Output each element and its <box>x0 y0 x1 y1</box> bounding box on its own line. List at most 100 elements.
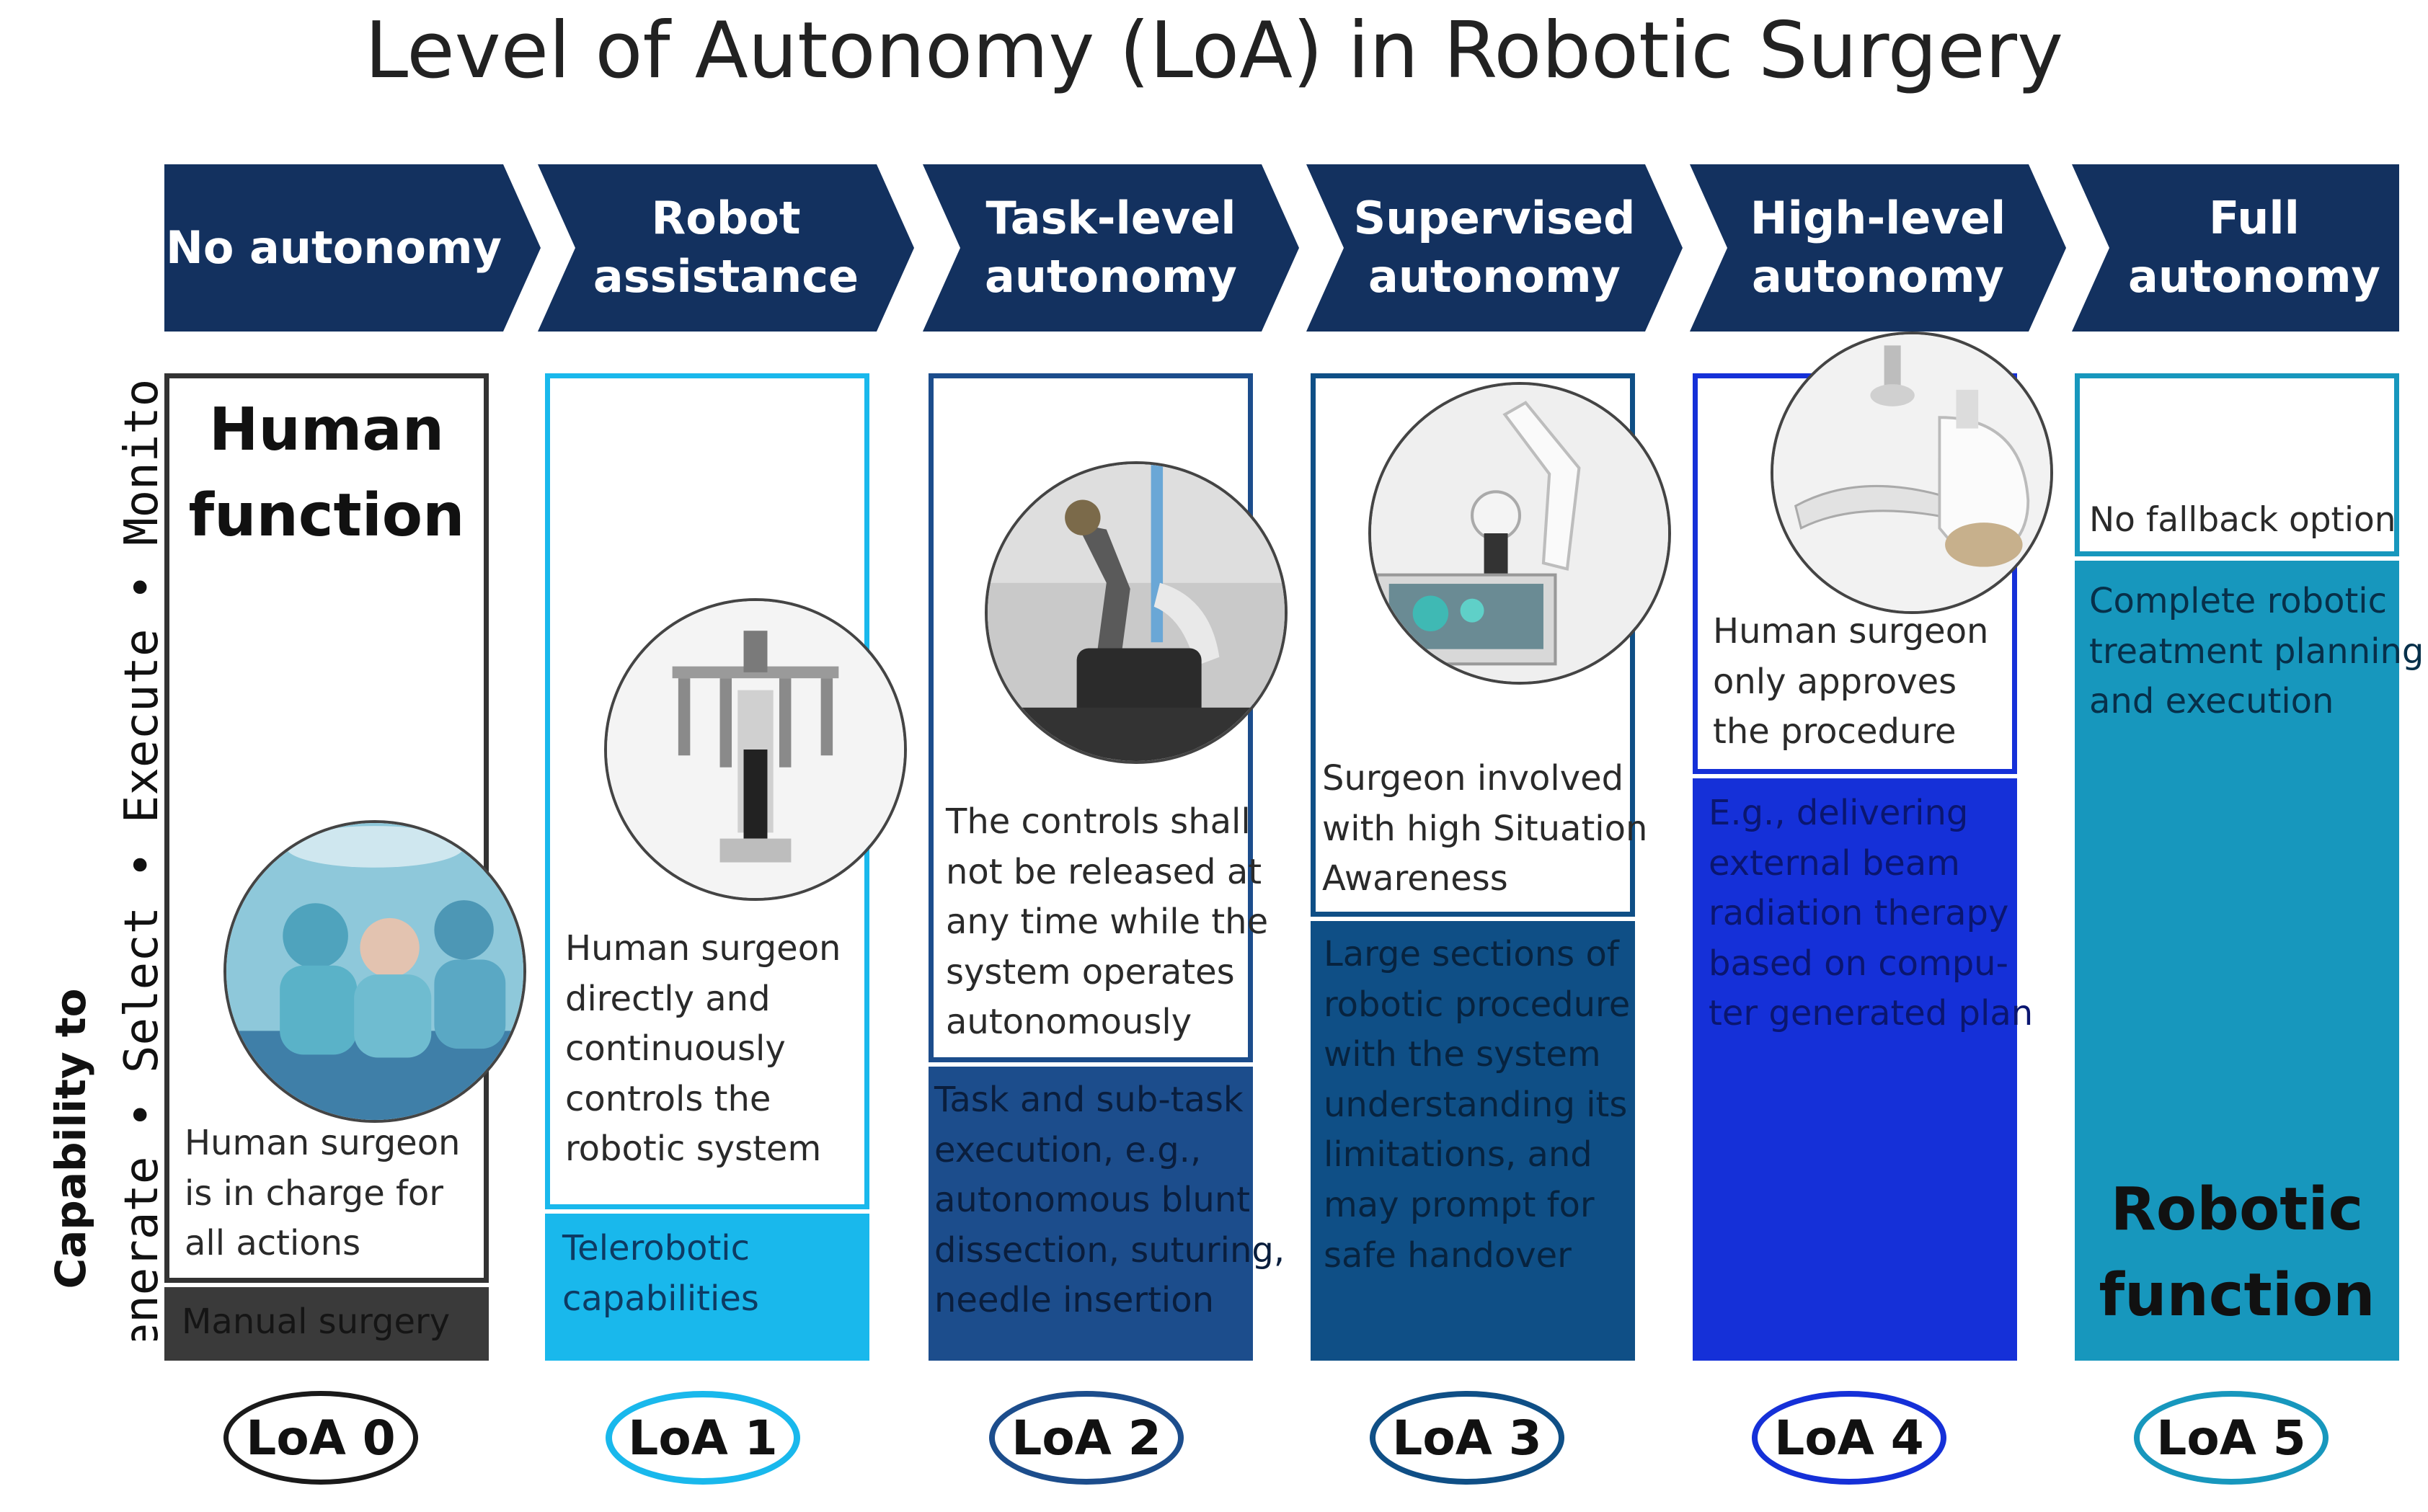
level-header-chevron-0: No autonomy <box>164 164 541 332</box>
loa5-big-label: Robotic function <box>2075 1168 2399 1339</box>
capability-steps-text: Generate • Select • Execute • Monitor <box>115 375 159 1340</box>
big-label-line: function <box>188 481 465 550</box>
desc-line: autonomously <box>946 1002 1192 1043</box>
cap-line: external beam <box>1709 842 1960 884</box>
desc-line: Human surgeon <box>1713 611 1989 652</box>
loa2-capability-box <box>929 1067 1253 1361</box>
header-line: Full <box>2209 192 2300 245</box>
loa3-capability-text: Large sections of robotic procedure with… <box>1324 930 1630 1281</box>
collaborative-robot-photo <box>1368 382 1671 685</box>
cap-line: may prompt for <box>1324 1184 1595 1225</box>
loa2-pill: LoA 2 <box>989 1391 1184 1485</box>
cap-line: safe handover <box>1324 1235 1572 1276</box>
page-title: Level of Autonomy (LoA) in Robotic Surge… <box>365 6 2063 96</box>
cap-line: limitations, and <box>1324 1134 1592 1175</box>
loa5-description: No fallback option <box>2089 496 2396 545</box>
header-line: autonomy <box>985 250 1237 303</box>
loa2-capability-text: Task and sub-task execution, e.g., auton… <box>934 1075 1285 1326</box>
cap-line: Task and sub-task <box>934 1080 1244 1120</box>
desc-line: any time while the <box>946 902 1269 943</box>
cap-line: Large sections of <box>1324 934 1619 974</box>
desc-line: directly and <box>565 978 771 1019</box>
cap-line: and execution <box>2089 681 2334 722</box>
cap-line: radiation therapy <box>1709 893 2009 934</box>
cap-line: ter generated plan <box>1709 993 2034 1034</box>
desc-line: all actions <box>185 1223 361 1264</box>
loa5-human-box <box>2075 373 2399 556</box>
loa1-capability-text: Telerobotic capabilities <box>562 1224 759 1324</box>
header-line: autonomy <box>2128 250 2380 303</box>
surgeons-photo <box>223 820 526 1123</box>
loa2-description: The controls shall not be released at an… <box>946 797 1268 1048</box>
header-line: autonomy <box>1368 250 1621 303</box>
desc-line: controls the <box>565 1078 771 1119</box>
desc-line: Surgeon involved <box>1322 758 1624 799</box>
cap-line: autonomous blunt <box>934 1180 1251 1221</box>
big-label-line: Human <box>208 396 445 464</box>
desc-line: Awareness <box>1322 858 1508 899</box>
desc-line: Human surgeon <box>185 1123 461 1163</box>
capability-prefix-text: Capability to <box>46 989 95 1289</box>
desc-line: only approves <box>1713 661 1957 702</box>
loa5-capability-box <box>2075 561 2399 1361</box>
cap-line: capabilities <box>562 1278 759 1319</box>
loa0-pill: LoA 0 <box>223 1391 418 1485</box>
multi-arm-robot-photo <box>604 598 907 901</box>
desc-line: robotic system <box>565 1129 822 1170</box>
loa1-capability-box <box>545 1214 869 1361</box>
desc-line: Human surgeon <box>565 928 841 969</box>
loa5-capability-text: Complete robotic treatment planning and … <box>2089 577 2424 727</box>
loa4-capability-box <box>1693 778 2017 1361</box>
header-line: Robot <box>651 192 801 245</box>
header-line: Task-level <box>985 192 1236 245</box>
loa5-pill: LoA 5 <box>2134 1391 2329 1485</box>
radiotherapy-machine-photo <box>1771 332 2053 614</box>
header-line: Supervised <box>1353 192 1636 245</box>
cap-line: based on compu- <box>1709 943 2008 984</box>
desc-line: system operates <box>946 951 1235 992</box>
cap-line: needle insertion <box>934 1280 1215 1321</box>
desc-line: The controls shall <box>946 801 1251 842</box>
desc-line: No fallback option <box>2089 500 2396 540</box>
desc-line: is in charge for <box>185 1173 443 1214</box>
big-label-line: Robotic <box>2110 1175 2364 1244</box>
loa3-description: Surgeon involved with high Situation Awa… <box>1322 754 1647 904</box>
loa0-capability-box <box>164 1287 489 1361</box>
header-line: High-level <box>1750 192 2006 245</box>
cap-line: understanding its <box>1324 1084 1628 1125</box>
desc-line: the procedure <box>1713 711 1957 752</box>
loa3-capability-box <box>1311 921 1635 1361</box>
cap-line: Complete robotic <box>2089 581 2388 621</box>
big-label-line: function <box>2099 1260 2375 1330</box>
loa3-pill: LoA 3 <box>1370 1391 1564 1485</box>
cap-line: E.g., delivering <box>1709 793 1969 833</box>
robot-arm-photo <box>985 461 1288 764</box>
loa1-pill: LoA 1 <box>606 1391 800 1485</box>
cap-line: execution, e.g., <box>934 1129 1202 1170</box>
desc-line: continuously <box>565 1028 786 1069</box>
desc-line: with high Situation <box>1322 808 1648 849</box>
cap-line: dissection, suturing, <box>934 1229 1285 1271</box>
loa4-pill: LoA 4 <box>1752 1391 1946 1485</box>
header-line: assistance <box>593 250 859 303</box>
desc-line: not be released at <box>946 851 1262 892</box>
cap-line: robotic procedure <box>1324 984 1631 1025</box>
cap-line: with the system <box>1324 1034 1601 1075</box>
cap-line: Telerobotic <box>562 1228 750 1268</box>
loa4-description: Human surgeon only approves the procedur… <box>1713 607 1988 757</box>
header-line: autonomy <box>1752 250 2004 303</box>
capability-axis-label: Capability to Generate • Select • Execut… <box>29 375 159 1340</box>
loa0-capability-text: Manual surgery <box>182 1297 450 1348</box>
cap-line: Manual surgery <box>182 1302 451 1342</box>
header-line: No autonomy <box>165 221 502 274</box>
cap-line: treatment planning <box>2089 631 2424 672</box>
loa1-description: Human surgeon directly and continuously … <box>565 924 841 1175</box>
loa4-capability-text: E.g., delivering external beam radiation… <box>1709 788 2033 1039</box>
loa0-big-label: Human function <box>164 388 489 559</box>
loa0-description: Human surgeon is in charge for all actio… <box>185 1119 460 1269</box>
